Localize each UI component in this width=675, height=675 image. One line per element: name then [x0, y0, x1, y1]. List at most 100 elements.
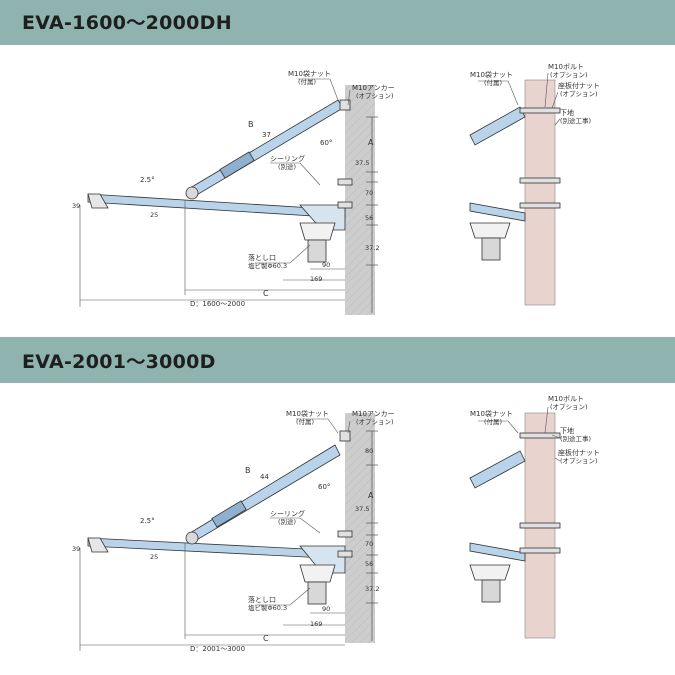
label-drain: 落とし口 — [248, 595, 276, 604]
detail-label-nut-sub: (付属) — [484, 78, 502, 87]
label-dim-39: 39 — [72, 545, 80, 553]
label-dim-37-5: 37.5 — [355, 159, 369, 167]
detail-base-panel — [524, 79, 556, 306]
detail-gutter — [469, 222, 511, 239]
detail-label-base: 下地 — [560, 108, 574, 117]
label-slope: 2.5° — [140, 517, 155, 525]
stay-pivot — [185, 186, 199, 200]
label-D: D：1600〜2000 — [190, 300, 245, 308]
label-seal-sub: (別途) — [278, 517, 296, 526]
label-dim-44: 44 — [260, 473, 269, 481]
label-seal: シーリング — [270, 509, 305, 518]
anchor-mid — [337, 530, 353, 538]
label-drain: 落とし口 — [248, 253, 276, 262]
anchor-upper — [339, 99, 351, 111]
drain-pipe — [307, 239, 327, 263]
label-dim-37-2: 37.2 — [365, 585, 379, 593]
beam-tip — [87, 193, 109, 209]
label-slope: 2.5° — [140, 176, 155, 184]
detail-stay — [469, 450, 526, 489]
beam-tip — [87, 537, 109, 553]
label-dim-37: 37 — [262, 131, 271, 139]
detail-label-base: 下地 — [560, 426, 574, 435]
detail-label-washer-nut-sub: (オプション) — [560, 90, 598, 98]
label-anchor: M10アンカー — [352, 410, 395, 418]
detail-bolt-mid — [519, 177, 561, 184]
detail-bolt-low — [519, 202, 561, 209]
support-stay — [189, 99, 344, 197]
detail-label-bolt-sub: (オプション) — [550, 403, 588, 411]
detail-bolt-upper — [519, 432, 561, 439]
label-dim-80: 80 — [365, 447, 373, 455]
label-B: B — [245, 466, 251, 475]
label-C: C — [263, 289, 269, 298]
label-A: A — [368, 138, 374, 147]
detail-label-nut: M10袋ナット — [470, 70, 513, 79]
anchor-upper — [339, 430, 351, 442]
label-nut: M10袋ナット — [288, 69, 331, 78]
label-dim-90: 90 — [322, 261, 330, 269]
detail-label-washer-nut: 座板付ナット — [558, 448, 600, 457]
label-B: B — [248, 120, 254, 129]
detail-label-bolt-sub: (オプション) — [550, 71, 588, 79]
label-dim-37-2: 37.2 — [365, 244, 379, 252]
detail-label-bolt: M10ボルト — [548, 395, 584, 403]
label-dim-169: 169 — [310, 620, 322, 628]
section-title-1: EVA-1600〜2000DH — [22, 12, 232, 34]
label-dim-70: 70 — [365, 189, 373, 197]
label-drain-sub: 塩ビ製Φ60.3 — [248, 261, 287, 270]
label-dim-70: 70 — [365, 540, 373, 548]
anchor-low — [337, 201, 353, 209]
detail-label-bolt: M10ボルト — [548, 63, 584, 71]
detail-stay — [469, 106, 526, 146]
label-dim-37-5: 37.5 — [355, 505, 369, 513]
detail-label-washer-nut: 座板付ナット — [558, 81, 600, 90]
label-anchor-sub: (オプション) — [356, 418, 394, 426]
label-C: C — [263, 634, 269, 643]
detail-bolt-upper — [519, 107, 561, 114]
label-dim-90: 90 — [322, 605, 330, 613]
gutter — [299, 564, 336, 583]
detail-drain-pipe — [481, 579, 501, 603]
anchor-low — [337, 550, 353, 558]
section-header-2: EVA-2001〜3000D — [0, 337, 675, 383]
label-D: D：2001〜3000 — [190, 645, 245, 653]
turnbuckle — [219, 151, 255, 179]
label-dim-56: 56 — [365, 560, 373, 568]
detail-gutter — [469, 564, 511, 581]
detail-label-washer-nut-sub: (オプション) — [560, 457, 598, 465]
label-dim-25: 25 — [150, 553, 158, 561]
label-seal: シーリング — [270, 154, 305, 163]
anchor-mid — [337, 178, 353, 186]
detail-label-nut: M10袋ナット — [470, 409, 513, 418]
label-dim-25: 25 — [150, 211, 158, 219]
drain-pipe — [307, 581, 327, 605]
label-nut: M10袋ナット — [286, 409, 329, 418]
label-nut-sub: (付属) — [298, 77, 316, 86]
detail-beam — [469, 202, 526, 222]
detail-beam — [469, 542, 526, 562]
label-A: A — [368, 491, 374, 500]
detail-bolt-low — [519, 547, 561, 554]
section-header-1: EVA-1600〜2000DH — [0, 0, 675, 45]
label-dim-39: 39 — [72, 202, 80, 210]
detail-bolt-mid — [519, 522, 561, 529]
detail-label-base-sub: (別途工事) — [560, 434, 591, 443]
label-angle-60: 60° — [318, 483, 330, 491]
label-dim-56: 56 — [365, 214, 373, 222]
section-title-2: EVA-2001〜3000D — [22, 351, 216, 373]
side-view-drawing-1: M10袋ナット (付属) M10アンカー (オプション) シーリング (別途) … — [72, 63, 600, 315]
label-anchor: M10アンカー — [352, 84, 395, 92]
detail-label-nut-sub: (付属) — [484, 417, 502, 426]
label-drain-sub: 塩ビ製Φ60.3 — [248, 603, 287, 612]
detail-label-base-sub: (別途工事) — [560, 116, 591, 125]
label-dim-169: 169 — [310, 275, 322, 283]
label-angle-60: 60° — [320, 139, 332, 147]
stay-pivot — [185, 531, 199, 545]
label-nut-sub: (付属) — [296, 417, 314, 426]
label-anchor-sub: (オプション) — [356, 92, 394, 100]
detail-drain-pipe — [481, 237, 501, 261]
turnbuckle — [211, 500, 247, 528]
side-view-drawing-2: M10袋ナット (付属) M10アンカー (オプション) シーリング (別途) … — [72, 395, 600, 653]
support-stay — [189, 444, 341, 542]
